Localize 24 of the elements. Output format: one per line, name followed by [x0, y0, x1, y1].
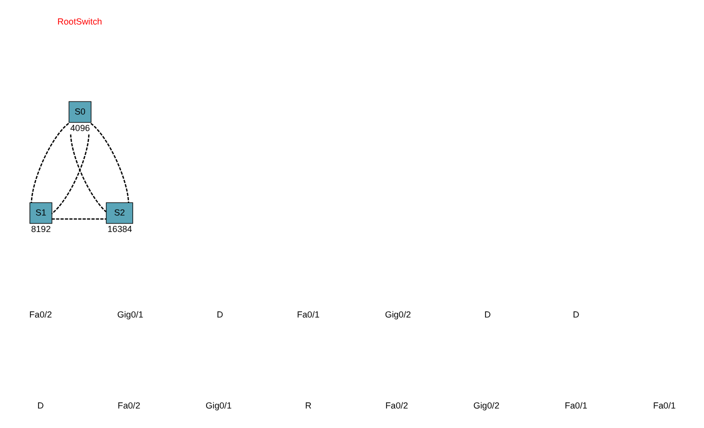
connector	[90, 122, 129, 203]
label: Gig0/1	[116, 309, 143, 320]
label: Gig0/2	[472, 400, 499, 410]
label: Fa0/1	[564, 400, 587, 410]
label: R	[304, 400, 311, 410]
label: D	[572, 309, 579, 320]
label: D	[484, 309, 490, 320]
connector	[70, 134, 106, 212]
connector	[50, 134, 89, 214]
node-label: 4096	[70, 122, 90, 133]
label: Fa0/2	[117, 400, 140, 410]
label: D	[216, 309, 223, 320]
connector	[30, 122, 69, 203]
label: Gig0/1	[205, 400, 232, 410]
node-label: 16384	[107, 224, 132, 234]
label: D	[36, 400, 44, 410]
label: Fa0/1	[296, 309, 320, 320]
node-label: 8192	[30, 224, 50, 234]
label: Fa0/1	[652, 400, 676, 410]
label: Fa0/2	[384, 400, 408, 410]
label: Fa0/2	[28, 309, 52, 320]
connector	[51, 218, 106, 220]
label: RootSwitch	[56, 16, 102, 26]
label: Gig0/2	[384, 309, 410, 320]
